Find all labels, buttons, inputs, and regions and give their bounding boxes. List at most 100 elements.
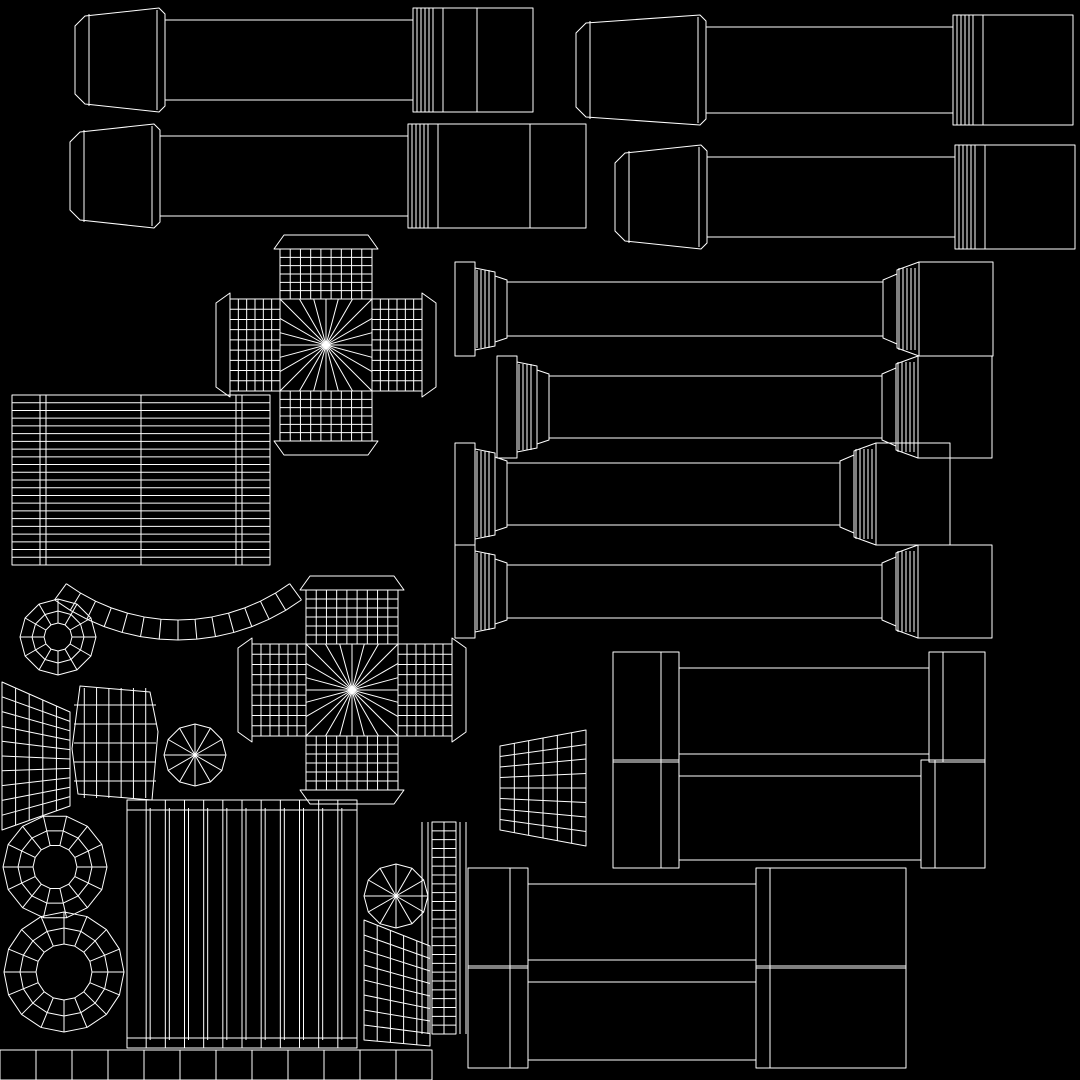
uv-edge bbox=[179, 754, 196, 783]
cup-1 bbox=[71, 685, 159, 801]
uv-edge bbox=[325, 318, 373, 346]
uv-edge bbox=[89, 948, 120, 962]
uv-edge bbox=[351, 689, 399, 717]
uv-edge bbox=[54, 599, 302, 641]
uv-edge bbox=[305, 689, 353, 717]
uv-face bbox=[237, 637, 253, 743]
uv-edge bbox=[395, 895, 424, 913]
uv-edge bbox=[351, 689, 365, 737]
uv-face bbox=[299, 575, 405, 591]
uv-edge bbox=[22, 826, 42, 851]
uv-face bbox=[71, 685, 159, 801]
uv-edge bbox=[363, 934, 431, 959]
uv-edge bbox=[279, 344, 327, 372]
uv-edge bbox=[325, 298, 339, 346]
uv-edge bbox=[499, 798, 587, 803]
uv-face bbox=[407, 123, 587, 229]
uv-edge bbox=[305, 643, 353, 691]
uv-edge bbox=[351, 643, 379, 691]
uv-edge bbox=[339, 689, 353, 737]
uv-edge bbox=[368, 879, 397, 897]
uv-edge bbox=[74, 843, 103, 858]
uv-face bbox=[952, 14, 1074, 126]
uv-edge bbox=[363, 949, 431, 972]
uv-edge bbox=[379, 868, 397, 897]
uv-edge bbox=[363, 979, 431, 997]
uv-edge bbox=[351, 643, 365, 691]
uv-edge bbox=[24, 617, 47, 631]
uv-face bbox=[69, 123, 161, 229]
uv-edge bbox=[289, 583, 302, 601]
uv-edge bbox=[244, 607, 253, 627]
uv-edge bbox=[89, 982, 120, 996]
uv-face bbox=[273, 440, 379, 456]
uv-edge bbox=[68, 883, 88, 908]
uv-edge bbox=[1, 755, 71, 760]
uv-edge bbox=[305, 663, 353, 691]
arc-strip bbox=[54, 583, 302, 641]
column-base-3 bbox=[454, 442, 951, 546]
uv-edge bbox=[179, 727, 196, 756]
uv-edge bbox=[74, 997, 88, 1028]
uv-edge bbox=[194, 619, 198, 640]
column-shaft-4 bbox=[614, 144, 1076, 250]
uv-face bbox=[273, 234, 379, 250]
uv-face bbox=[74, 7, 166, 113]
uv-face bbox=[494, 275, 508, 343]
uv-edge bbox=[42, 816, 51, 846]
uv-edge bbox=[103, 607, 112, 627]
uv-edge bbox=[64, 603, 78, 626]
uv-edge bbox=[74, 916, 88, 947]
uv-edge bbox=[499, 773, 587, 778]
uv-edge bbox=[363, 994, 431, 1009]
uv-edge bbox=[325, 344, 353, 392]
uv-face bbox=[755, 867, 907, 969]
uv-edge bbox=[22, 883, 42, 908]
uv-edge bbox=[325, 332, 373, 346]
uv-face bbox=[917, 544, 993, 639]
uv-edge bbox=[167, 739, 196, 756]
uv-edge bbox=[363, 1009, 431, 1022]
bottom-tile-row bbox=[0, 1049, 433, 1080]
uv-edge bbox=[59, 888, 68, 918]
uv-edge bbox=[1, 767, 71, 772]
uv-edge bbox=[194, 754, 211, 783]
uv-face bbox=[474, 448, 496, 540]
uv-edge bbox=[339, 643, 353, 691]
uv-edge bbox=[64, 648, 78, 671]
uv-edge bbox=[66, 583, 290, 621]
uv-edge bbox=[7, 876, 36, 891]
uv-edge bbox=[499, 819, 587, 832]
capital-cross-1 bbox=[215, 234, 437, 456]
uv-edge bbox=[279, 298, 327, 346]
uv-face bbox=[1, 681, 71, 831]
uv-face bbox=[421, 292, 437, 398]
uv-edge bbox=[325, 344, 373, 392]
uv-face bbox=[920, 759, 986, 869]
uv-edge bbox=[38, 603, 52, 626]
ring-3 bbox=[3, 911, 125, 1033]
uv-edge bbox=[325, 298, 353, 346]
uv-face bbox=[494, 456, 508, 532]
uv-edge bbox=[54, 583, 67, 601]
column-plain-4 bbox=[467, 965, 907, 1069]
column-base-2 bbox=[496, 355, 993, 459]
uv-edge bbox=[313, 298, 327, 346]
uv-edge bbox=[313, 344, 327, 392]
uv-edge bbox=[368, 895, 397, 913]
uv-edge bbox=[21, 991, 45, 1015]
ring-1 bbox=[19, 598, 97, 676]
uv-face bbox=[474, 267, 496, 351]
uv-edge bbox=[8, 948, 39, 962]
uv-edge bbox=[24, 643, 47, 657]
uv-edge bbox=[194, 754, 223, 771]
uv-edge bbox=[21, 929, 45, 953]
uv-face bbox=[928, 651, 986, 763]
column-shaft-3 bbox=[575, 14, 1074, 126]
uv-edge bbox=[325, 643, 353, 691]
column-plain-3 bbox=[467, 867, 907, 969]
uv-edge bbox=[59, 816, 68, 846]
uv-edge bbox=[1, 786, 71, 801]
uv-face bbox=[875, 442, 951, 546]
